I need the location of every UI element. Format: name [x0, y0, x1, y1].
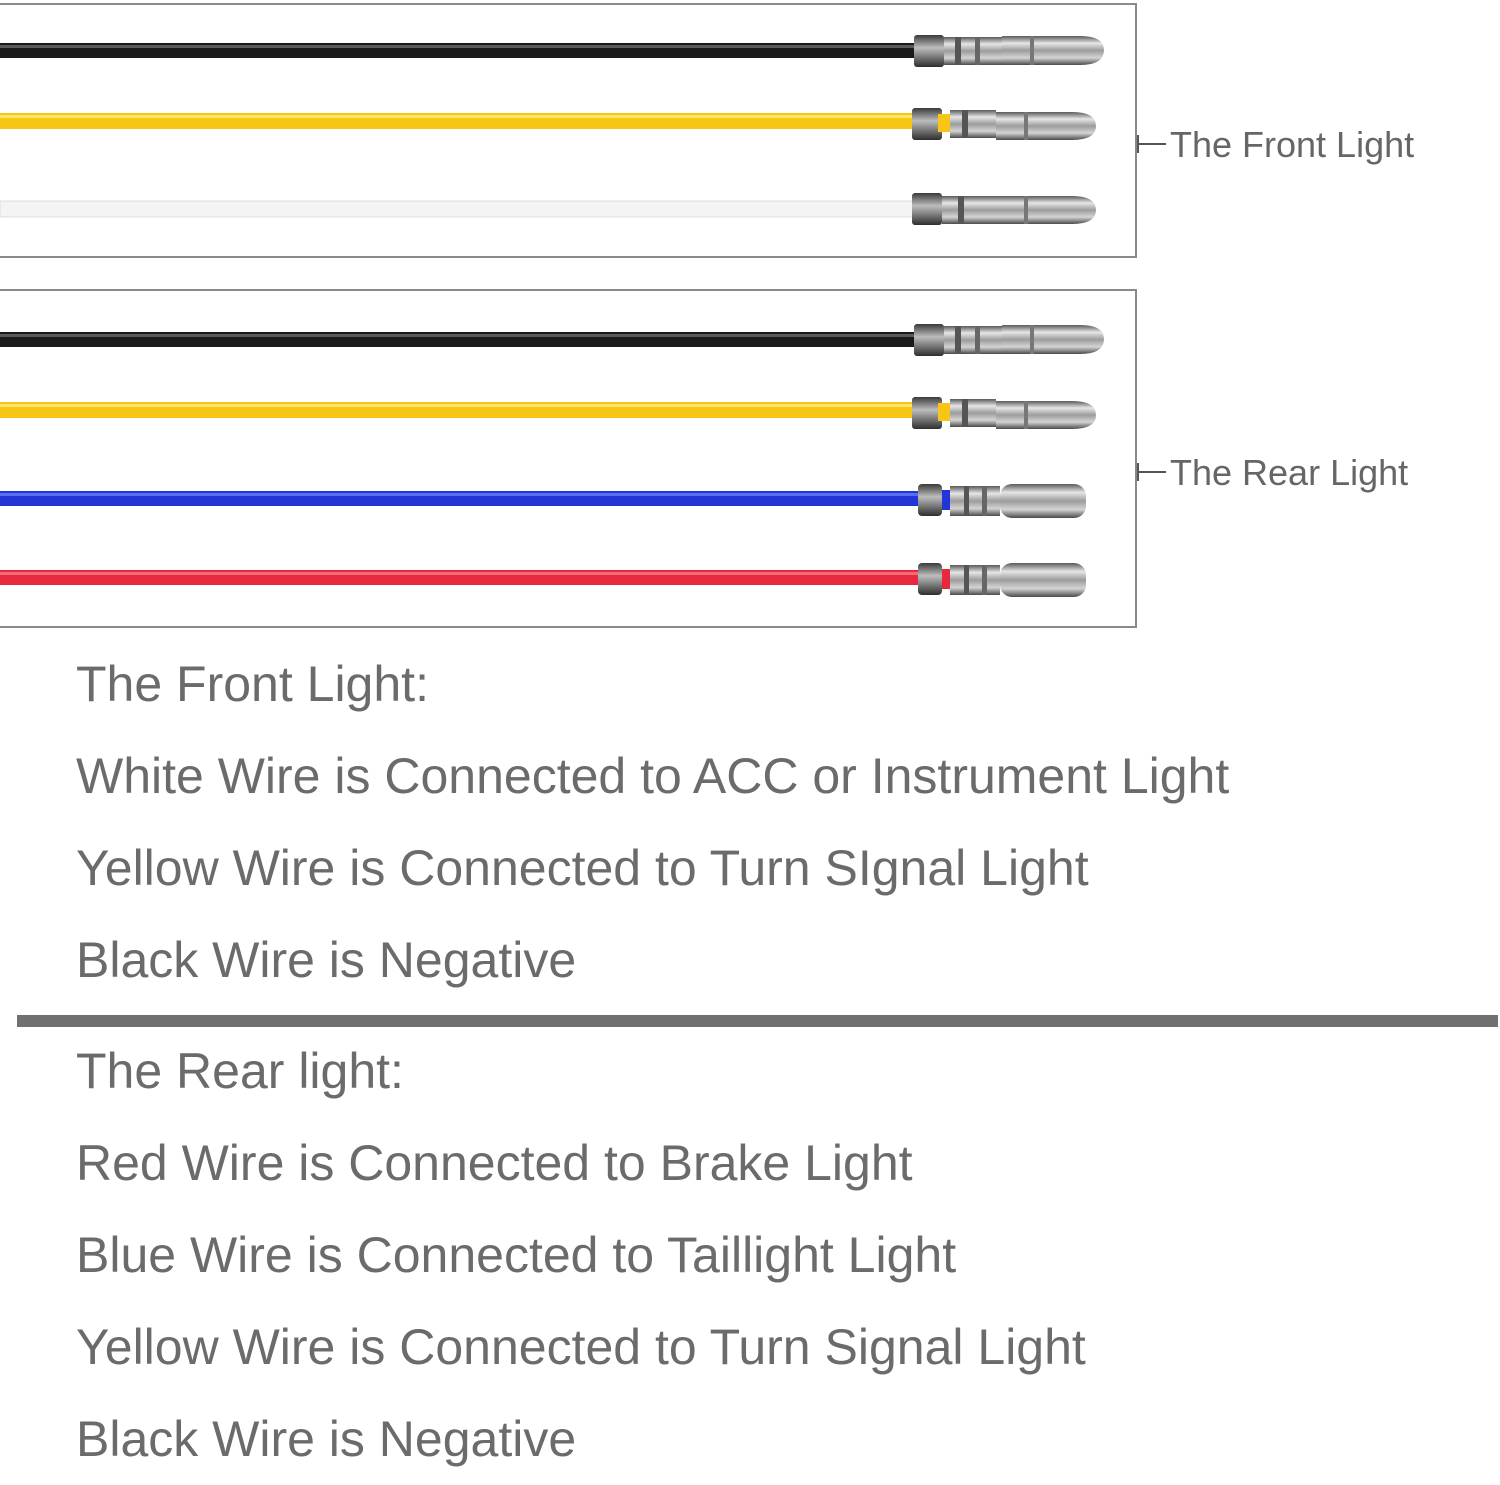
front-black-wire-note: Black Wire is Negative [76, 932, 577, 988]
rear-black-wire [0, 332, 920, 347]
bullet-terminal-icon [914, 35, 1104, 67]
bullet-terminal-icon [912, 397, 1096, 429]
rear-light-box [0, 289, 1137, 628]
rear-blue-wire-note: Blue Wire is Connected to Taillight Ligh… [76, 1227, 957, 1283]
rear-red-wire-note: Red Wire is Connected to Brake Light [76, 1135, 913, 1191]
front-light-box [0, 3, 1137, 258]
bullet-terminal-icon [914, 324, 1104, 356]
bullet-terminal-icon [912, 193, 1096, 225]
rear-light-label: The Rear Light [1170, 452, 1409, 493]
bullet-terminal-icon [912, 108, 1096, 140]
rear-light-heading: The Rear light: [76, 1043, 404, 1099]
rear-light-description: The Rear light: Red Wire is Connected to… [76, 1025, 1476, 1485]
front-yellow-wire [0, 113, 918, 129]
wiring-diagram [0, 3, 1166, 628]
front-yellow-wire-note: Yellow Wire is Connected to Turn SIgnal … [76, 840, 1089, 896]
front-light-heading: The Front Light: [76, 656, 429, 712]
bullet-socket-icon [918, 563, 1086, 597]
front-white-wire-note: White Wire is Connected to ACC or Instru… [76, 748, 1230, 804]
rear-yellow-wire [0, 402, 918, 418]
rear-blue-wire [0, 491, 926, 506]
bullet-socket-icon [918, 484, 1086, 518]
front-black-wire [0, 43, 920, 58]
section-divider [17, 1015, 1498, 1027]
front-white-wire [0, 200, 919, 218]
rear-red-wire [0, 570, 926, 585]
front-light-label: The Front Light [1170, 124, 1415, 165]
rear-black-wire-note: Black Wire is Negative [76, 1411, 577, 1467]
front-light-description: The Front Light: White Wire is Connected… [76, 638, 1476, 1006]
rear-yellow-wire-note: Yellow Wire is Connected to Turn Signal … [76, 1319, 1086, 1375]
